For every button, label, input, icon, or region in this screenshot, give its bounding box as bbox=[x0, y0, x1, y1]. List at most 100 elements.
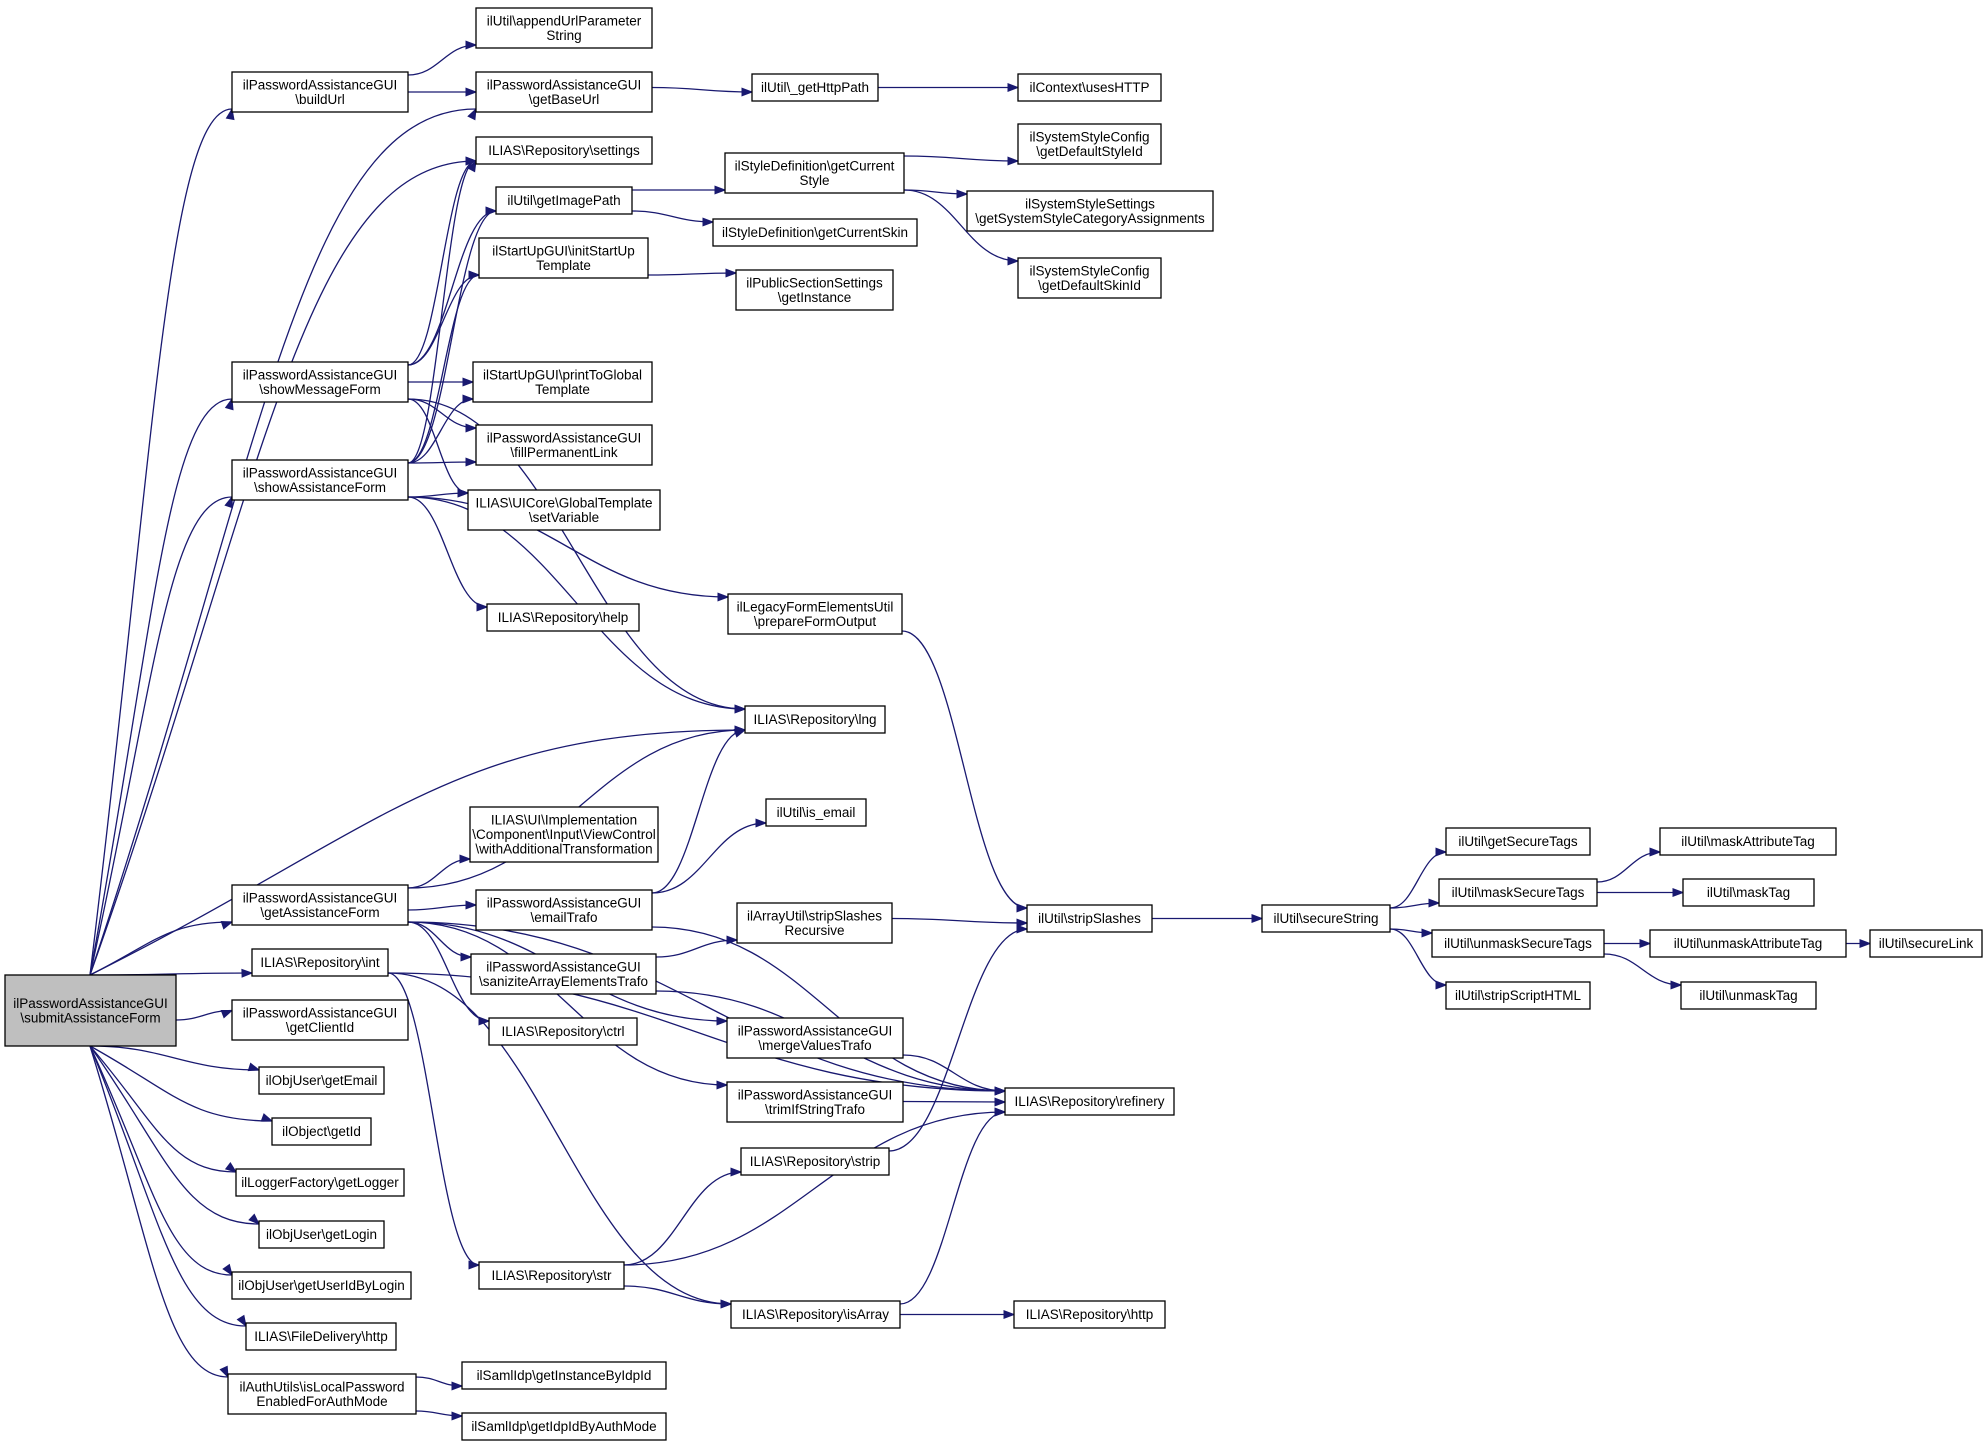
node-box[interactable] bbox=[744, 705, 886, 734]
node-box[interactable] bbox=[258, 1220, 385, 1249]
node-box[interactable] bbox=[735, 269, 894, 311]
node-box[interactable] bbox=[726, 1017, 904, 1059]
function-node-getSysStyleCat[interactable]: ilSystemStyleSettings\getSystemStyleCate… bbox=[966, 190, 1214, 232]
node-box[interactable] bbox=[475, 424, 653, 466]
node-box[interactable] bbox=[1445, 981, 1591, 1010]
function-node-fillPermLink[interactable]: ilPasswordAssistanceGUI\fillPermanentLin… bbox=[475, 424, 653, 466]
node-box[interactable] bbox=[235, 1168, 405, 1197]
node-box[interactable] bbox=[470, 953, 657, 995]
node-box[interactable] bbox=[231, 361, 409, 403]
node-box[interactable] bbox=[712, 218, 918, 247]
node-box[interactable] bbox=[730, 1300, 901, 1329]
node-box[interactable] bbox=[1013, 1300, 1166, 1329]
function-node-repoHttp[interactable]: ILIAS\Repository\http bbox=[1013, 1300, 1166, 1329]
node-box[interactable] bbox=[488, 1017, 638, 1046]
function-node-help[interactable]: ILIAS\Repository\help bbox=[486, 603, 640, 632]
function-node-ctrl[interactable]: ILIAS\Repository\ctrl bbox=[488, 1017, 638, 1046]
function-node-stripScriptHTML[interactable]: ilUtil\stripScriptHTML bbox=[1445, 981, 1591, 1010]
function-node-withAddTrans[interactable]: ILIAS\UI\Implementation\Component\Input\… bbox=[469, 806, 659, 863]
node-box[interactable] bbox=[258, 1066, 385, 1095]
function-node-str[interactable]: ILIAS\Repository\str bbox=[478, 1261, 625, 1290]
function-node-isLocalPw[interactable]: ilAuthUtils\isLocalPasswordEnabledForAut… bbox=[227, 1373, 417, 1415]
function-node-getHttpPath[interactable]: ilUtil\_getHttpPath bbox=[751, 73, 879, 102]
node-box[interactable] bbox=[461, 1412, 667, 1441]
node-box[interactable] bbox=[245, 1322, 397, 1351]
function-node-unmaskAttributeTag[interactable]: ilUtil\unmaskAttributeTag bbox=[1649, 929, 1847, 958]
function-node-isEmail[interactable]: ilUtil\is_email bbox=[765, 798, 867, 827]
node-box[interactable] bbox=[1680, 981, 1817, 1010]
node-box[interactable] bbox=[495, 186, 633, 215]
node-box[interactable] bbox=[467, 489, 661, 531]
node-box[interactable] bbox=[469, 806, 659, 863]
function-node-maskTag[interactable]: ilUtil\maskTag bbox=[1682, 878, 1815, 907]
function-node-stripSlashes[interactable]: ilUtil\stripSlashes bbox=[1026, 904, 1153, 933]
node-box[interactable] bbox=[4, 974, 177, 1047]
node-box[interactable] bbox=[1438, 878, 1598, 907]
node-box[interactable] bbox=[1682, 878, 1815, 907]
node-box[interactable] bbox=[475, 7, 653, 49]
node-box[interactable] bbox=[478, 1261, 625, 1290]
node-box[interactable] bbox=[475, 71, 653, 113]
node-box[interactable] bbox=[727, 593, 903, 635]
node-box[interactable] bbox=[736, 902, 893, 944]
function-node-mergeValues[interactable]: ilPasswordAssistanceGUI\mergeValuesTrafo bbox=[726, 1017, 904, 1059]
function-node-refinery[interactable]: ILIAS\Repository\refinery bbox=[1004, 1087, 1175, 1116]
node-box[interactable] bbox=[231, 459, 409, 501]
function-node-emailTrafo[interactable]: ilPasswordAssistanceGUI\emailTrafo bbox=[475, 889, 653, 931]
node-box[interactable] bbox=[724, 152, 905, 194]
node-box[interactable] bbox=[478, 237, 649, 279]
function-node-trimIfString[interactable]: ilPasswordAssistanceGUI\trimIfStringTraf… bbox=[726, 1081, 904, 1123]
function-node-isArray[interactable]: ILIAS\Repository\isArray bbox=[730, 1300, 901, 1329]
function-node-int[interactable]: ILIAS\Repository\int bbox=[251, 948, 389, 977]
node-box[interactable] bbox=[231, 71, 409, 113]
node-box[interactable] bbox=[740, 1147, 890, 1176]
node-box[interactable] bbox=[271, 1117, 372, 1146]
function-node-getLogin[interactable]: ilObjUser\getLogin bbox=[258, 1220, 385, 1249]
node-box[interactable] bbox=[1431, 929, 1605, 958]
function-node-getBaseUrl[interactable]: ilPasswordAssistanceGUI\getBaseUrl bbox=[475, 71, 653, 113]
function-node-maskSecureTags[interactable]: ilUtil\maskSecureTags bbox=[1438, 878, 1598, 907]
node-box[interactable] bbox=[765, 798, 867, 827]
function-node-settings[interactable]: ILIAS\Repository\settings bbox=[475, 136, 653, 165]
function-node-lng[interactable]: ILIAS\Repository\lng bbox=[744, 705, 886, 734]
node-box[interactable] bbox=[231, 1271, 412, 1300]
function-node-secureLink[interactable]: ilUtil\secureLink bbox=[1869, 929, 1983, 958]
node-box[interactable] bbox=[251, 948, 389, 977]
function-node-setVariable[interactable]: ILIAS\UICore\GlobalTemplate\setVariable bbox=[467, 489, 661, 531]
function-node-getLogger[interactable]: ilLoggerFactory\getLogger bbox=[235, 1168, 405, 1197]
node-box[interactable] bbox=[231, 884, 409, 926]
function-node-getDefaultStyleId[interactable]: ilSystemStyleConfig\getDefaultStyleId bbox=[1017, 123, 1162, 165]
function-node-sanitize[interactable]: ilPasswordAssistanceGUI\saniziteArrayEle… bbox=[470, 953, 657, 995]
function-node-getImagePath[interactable]: ilUtil\getImagePath bbox=[495, 186, 633, 215]
function-node-getCurrentSkin[interactable]: ilStyleDefinition\getCurrentSkin bbox=[712, 218, 918, 247]
function-node-getAssistanceForm[interactable]: ilPasswordAssistanceGUI\getAssistanceFor… bbox=[231, 884, 409, 926]
node-box[interactable] bbox=[1649, 929, 1847, 958]
node-box[interactable] bbox=[1445, 827, 1591, 856]
function-node-showMessageForm[interactable]: ilPasswordAssistanceGUI\showMessageForm bbox=[231, 361, 409, 403]
function-node-showAssistanceForm[interactable]: ilPasswordAssistanceGUI\showAssistanceFo… bbox=[231, 459, 409, 501]
node-box[interactable] bbox=[966, 190, 1214, 232]
function-node-unmaskTag[interactable]: ilUtil\unmaskTag bbox=[1680, 981, 1817, 1010]
node-box[interactable] bbox=[475, 136, 653, 165]
function-node-strip[interactable]: ILIAS\Repository\strip bbox=[740, 1147, 890, 1176]
node-box[interactable] bbox=[1261, 904, 1391, 933]
node-box[interactable] bbox=[751, 73, 879, 102]
node-box[interactable] bbox=[1659, 827, 1837, 856]
node-box[interactable] bbox=[227, 1373, 417, 1415]
function-node-secureString[interactable]: ilUtil\secureString bbox=[1261, 904, 1391, 933]
function-node-usesHTTP[interactable]: ilContext\usesHTTP bbox=[1017, 73, 1162, 102]
node-box[interactable] bbox=[1017, 123, 1162, 165]
function-node-publicSection[interactable]: ilPublicSectionSettings\getInstance bbox=[735, 269, 894, 311]
node-box[interactable] bbox=[1869, 929, 1983, 958]
node-box[interactable] bbox=[461, 1361, 667, 1390]
node-box[interactable] bbox=[1017, 257, 1162, 299]
function-node-prepareForm[interactable]: ilLegacyFormElementsUtil\prepareFormOutp… bbox=[727, 593, 903, 635]
node-box[interactable] bbox=[726, 1081, 904, 1123]
function-node-getDefaultSkinId[interactable]: ilSystemStyleConfig\getDefaultSkinId bbox=[1017, 257, 1162, 299]
node-box[interactable] bbox=[1017, 73, 1162, 102]
